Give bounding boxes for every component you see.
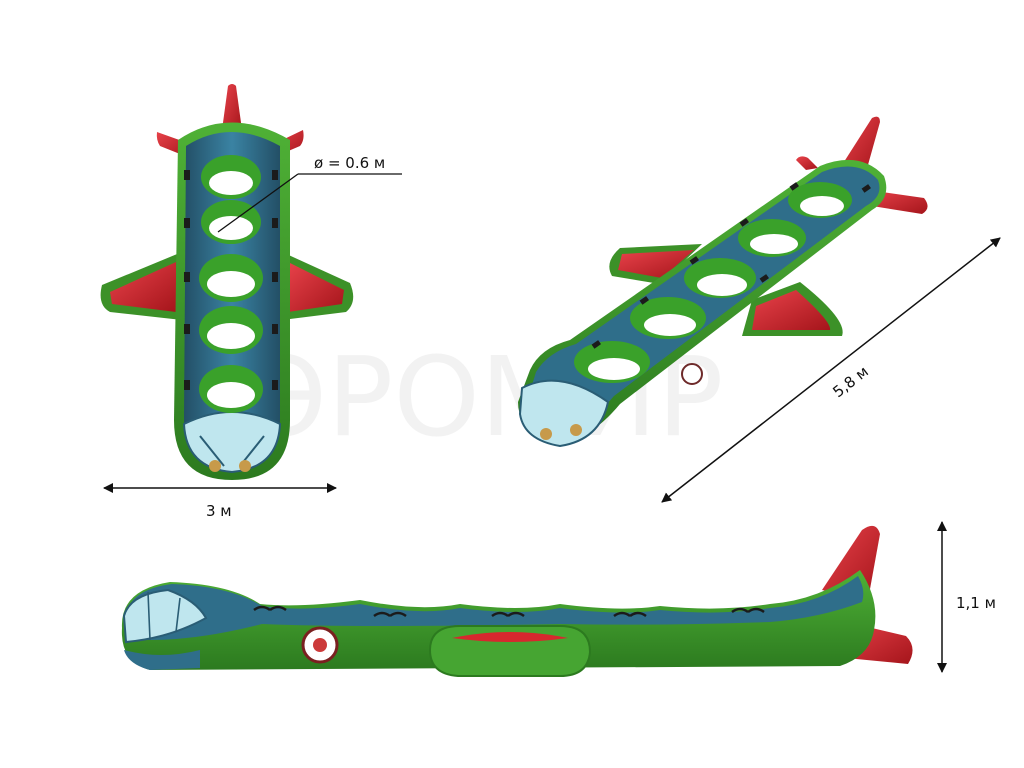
top-pilot-icon	[209, 460, 221, 472]
iso-tail-fin	[842, 116, 880, 172]
top-left-wing-red	[110, 262, 176, 312]
width-label: 3 м	[206, 502, 232, 520]
iso-pilot-icon-2	[570, 424, 582, 436]
side-fuselage-blue	[126, 576, 864, 640]
diameter-leader-line	[217, 173, 299, 233]
top-right-wing-red	[288, 262, 344, 312]
top-handles	[184, 170, 278, 390]
top-pilot-icon-2	[239, 460, 251, 472]
hole-diameter-label: ø = 0.6 м	[314, 154, 385, 172]
side-wing-red	[452, 632, 568, 642]
height-label: 1,1 м	[956, 594, 996, 612]
length-label: 5,8 м	[829, 362, 872, 401]
top-seat-holes	[199, 155, 263, 413]
side-cockpit-window	[122, 588, 208, 644]
side-handles	[253, 605, 765, 618]
side-view: 1,1 м	[121, 521, 996, 677]
top-view: ø = 0.6 м 3 м	[100, 84, 402, 520]
length-dimension-arrow	[661, 237, 1001, 503]
iso-rear-stabilizer-2	[796, 156, 818, 170]
top-tail-fin	[222, 84, 242, 130]
isometric-view: 5,8 м	[518, 116, 1001, 503]
iso-logo-badge	[681, 363, 703, 385]
iso-pilot-icon	[540, 428, 552, 440]
